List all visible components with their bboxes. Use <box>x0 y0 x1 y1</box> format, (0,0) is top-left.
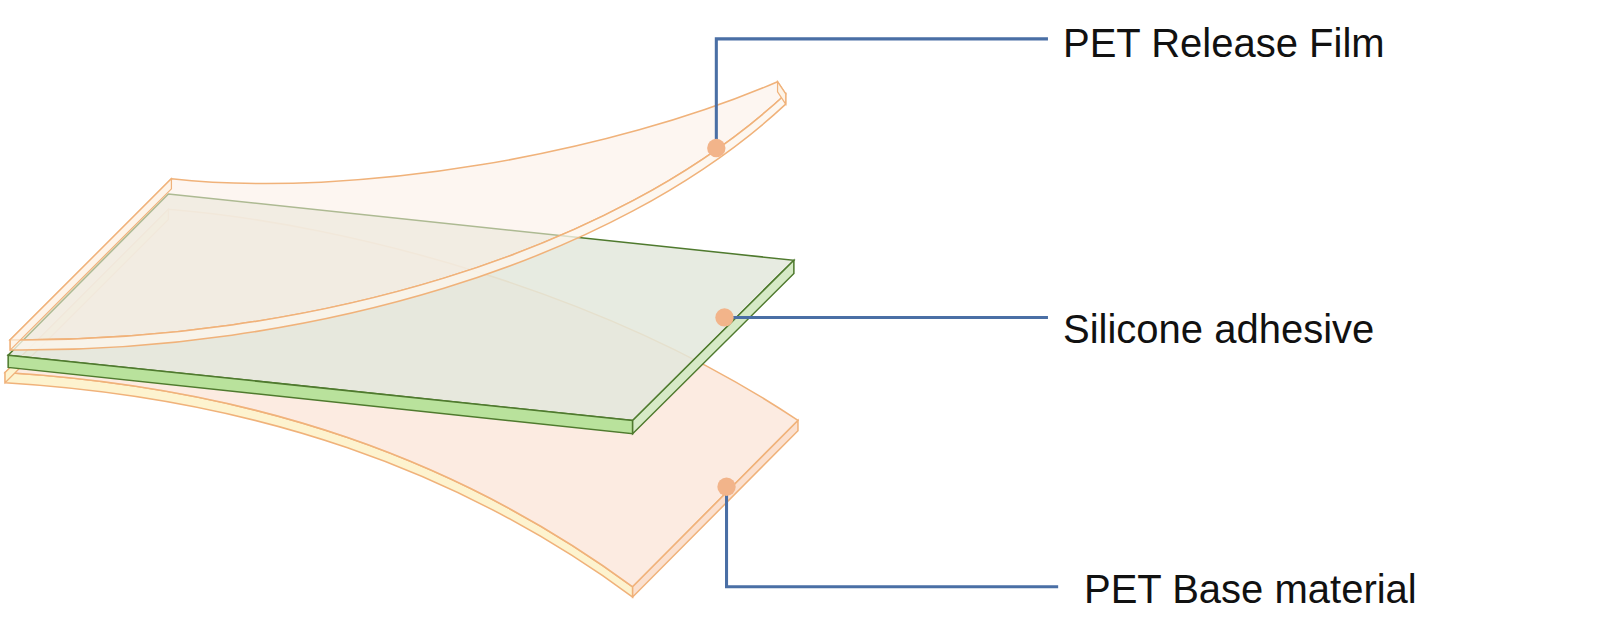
leader-dot <box>717 478 735 496</box>
part-label: PET Release Film <box>1063 21 1385 65</box>
base-right-face <box>633 420 798 597</box>
part-label: Silicone adhesive <box>1063 307 1374 351</box>
leader-dot <box>715 308 733 326</box>
release-tip <box>778 82 786 104</box>
adhesive-front-face <box>8 355 632 434</box>
leader-line <box>727 487 1059 587</box>
leader-dot <box>707 139 725 157</box>
leader-lines <box>716 39 1058 587</box>
release-left-face <box>10 179 171 350</box>
leader-dots <box>707 139 736 496</box>
leader-line <box>716 39 1048 148</box>
leader-line <box>724 316 1047 319</box>
release-front-face <box>10 94 786 350</box>
part-label: PET Base material <box>1084 567 1417 611</box>
release-film <box>10 82 786 350</box>
adhesive-right-face <box>633 260 794 433</box>
